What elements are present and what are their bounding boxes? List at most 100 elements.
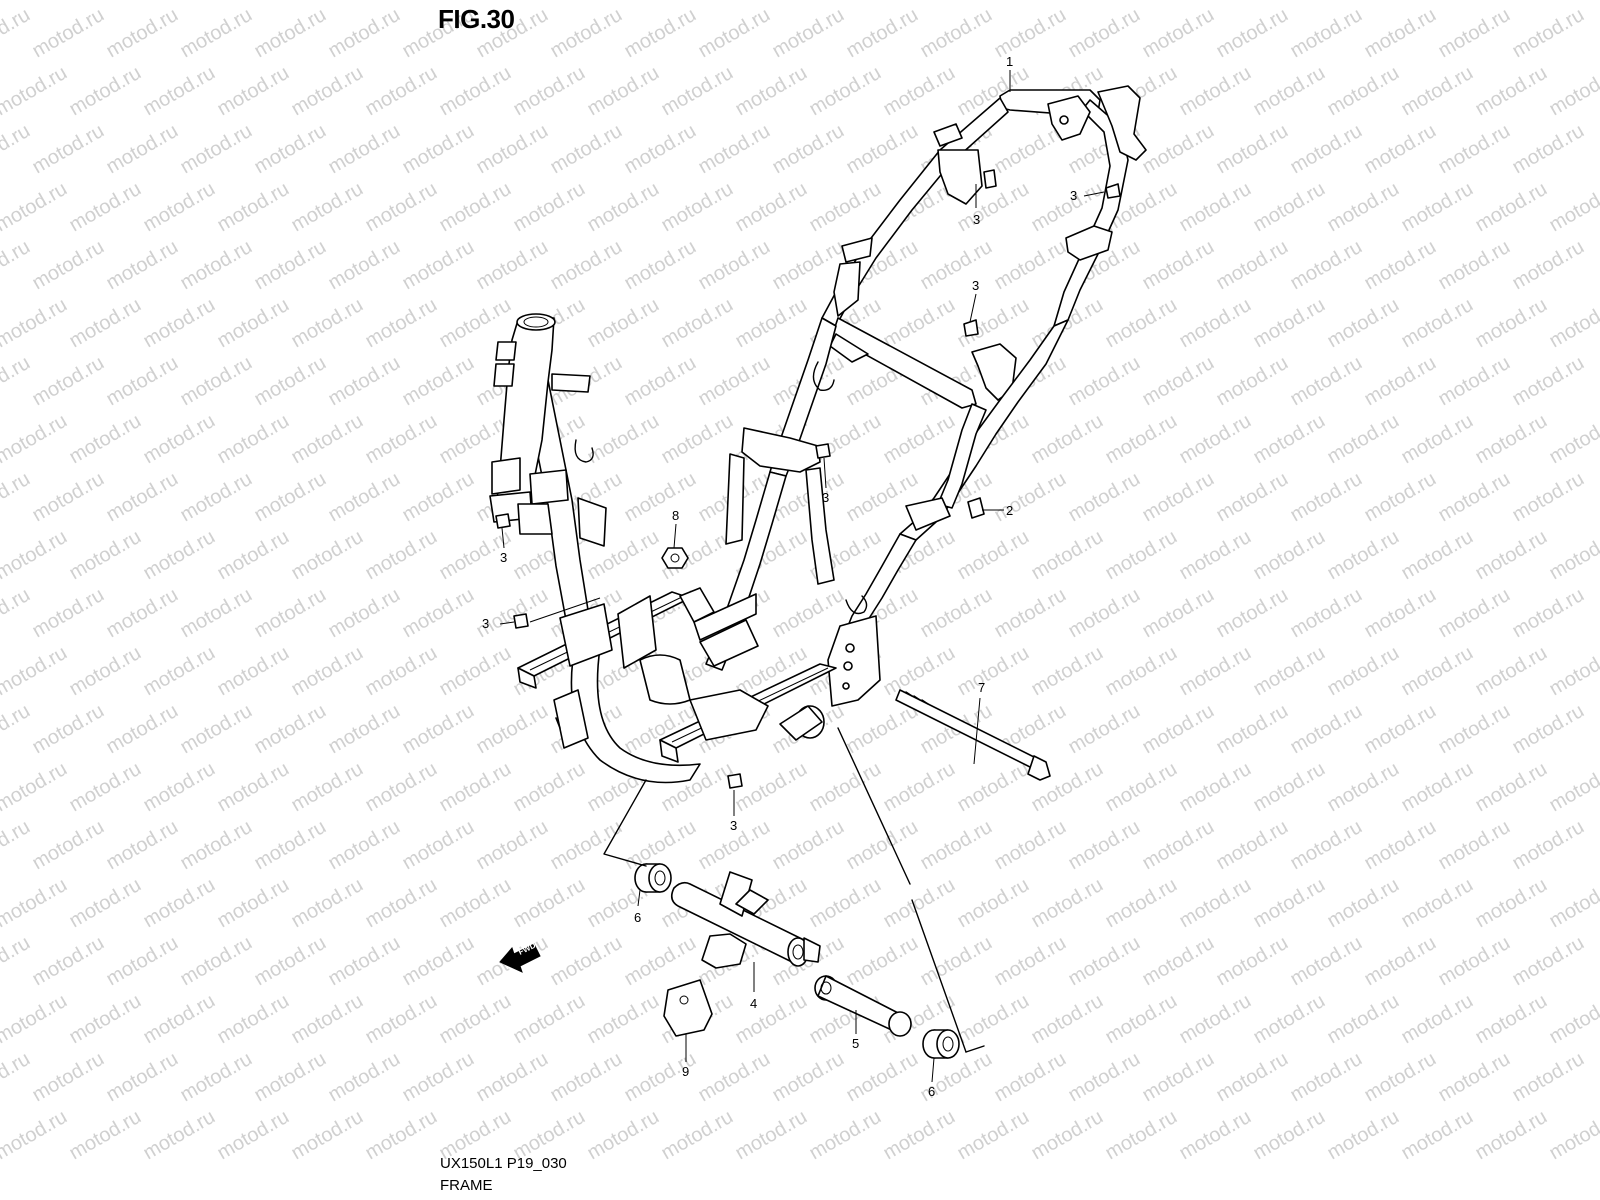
watermark-text: motod.ru — [288, 526, 367, 585]
watermark-text: motod.ru — [1509, 932, 1588, 991]
watermark-text: motod.ru — [658, 0, 737, 4]
watermark-text: motod.ru — [1472, 294, 1551, 353]
watermark-text: motod.ru — [177, 932, 256, 991]
watermark-text: motod.ru — [251, 1048, 330, 1107]
watermark-text: motod.ru — [473, 584, 552, 643]
watermark-text: motod.ru — [1472, 0, 1551, 4]
watermark-text: motod.ru — [325, 4, 404, 63]
watermark-text: motod.ru — [1213, 236, 1292, 295]
watermark-text: motod.ru — [1176, 526, 1255, 585]
watermark-text: motod.ru — [1546, 62, 1600, 121]
watermark-text: motod.ru — [1065, 4, 1144, 63]
watermark-text: motod.ru — [0, 874, 71, 933]
watermark-text: motod.ru — [140, 0, 219, 4]
watermark-text: motod.ru — [29, 468, 108, 527]
watermark-text: motod.ru — [1435, 468, 1514, 527]
watermark-text: motod.ru — [0, 352, 34, 411]
watermark-text: motod.ru — [325, 352, 404, 411]
watermark-text: motod.ru — [214, 1106, 293, 1165]
watermark-text: motod.ru — [140, 62, 219, 121]
watermark-text: motod.ru — [1213, 700, 1292, 759]
watermark-text: motod.ru — [140, 410, 219, 469]
watermark-text: motod.ru — [621, 352, 700, 411]
bushing-part-6-right — [922, 1029, 960, 1059]
watermark-text: motod.ru — [103, 4, 182, 63]
watermark-text: motod.ru — [436, 874, 515, 933]
watermark-text: motod.ru — [0, 120, 34, 179]
watermark-text: motod.ru — [140, 642, 219, 701]
watermark-text: motod.ru — [547, 236, 626, 295]
watermark-text: motod.ru — [732, 0, 811, 4]
watermark-text: motod.ru — [1361, 468, 1440, 527]
watermark-text: motod.ru — [1324, 178, 1403, 237]
watermark-text: motod.ru — [1324, 990, 1403, 1049]
watermark-text: motod.ru — [1102, 990, 1181, 1049]
watermark-text: motod.ru — [880, 294, 959, 353]
watermark-text: motod.ru — [1435, 352, 1514, 411]
watermark-text: motod.ru — [806, 1106, 885, 1165]
watermark-text: motod.ru — [177, 4, 256, 63]
watermark-text: motod.ru — [1472, 410, 1551, 469]
watermark-text: motod.ru — [288, 874, 367, 933]
watermark-text: motod.ru — [325, 120, 404, 179]
watermark-text: motod.ru — [436, 62, 515, 121]
watermark-text: motod.ru — [473, 816, 552, 875]
watermark-text: motod.ru — [917, 236, 996, 295]
watermark-text: motod.ru — [251, 932, 330, 991]
watermark-text: motod.ru — [1472, 642, 1551, 701]
frame-assembly — [489, 85, 1147, 789]
watermark-text: motod.ru — [362, 178, 441, 237]
watermark-text: motod.ru — [103, 236, 182, 295]
watermark-text: motod.ru — [806, 874, 885, 933]
watermark-text: motod.ru — [695, 1048, 774, 1107]
watermark-text: motod.ru — [1250, 294, 1329, 353]
watermark-text: motod.ru — [954, 990, 1033, 1049]
watermark-text: motod.ru — [584, 0, 663, 4]
watermark-text: motod.ru — [436, 990, 515, 1049]
watermark-text: motod.ru — [917, 932, 996, 991]
callout-3: 3 — [500, 550, 507, 565]
callout-4: 4 — [750, 996, 757, 1011]
watermark-text: motod.ru — [1472, 758, 1551, 817]
watermark-text: motod.ru — [288, 990, 367, 1049]
watermark-text: motod.ru — [1361, 816, 1440, 875]
watermark-text: motod.ru — [621, 236, 700, 295]
watermark-text: motod.ru — [0, 932, 34, 991]
watermark-text: motod.ru — [1398, 874, 1477, 933]
watermark-text: motod.ru — [29, 352, 108, 411]
watermark-text: motod.ru — [1546, 0, 1600, 4]
watermark-text: motod.ru — [1250, 874, 1329, 933]
watermark-text: motod.ru — [621, 468, 700, 527]
watermark-text: motod.ru — [251, 236, 330, 295]
watermark-text: motod.ru — [1250, 1106, 1329, 1165]
watermark-text: motod.ru — [880, 758, 959, 817]
watermark-text: motod.ru — [1028, 410, 1107, 469]
callout-1: 1 — [1006, 54, 1013, 69]
watermark-text: motod.ru — [0, 700, 34, 759]
watermark-text: motod.ru — [362, 1106, 441, 1165]
watermark-text: motod.ru — [1287, 352, 1366, 411]
watermark-text: motod.ru — [1546, 758, 1600, 817]
watermark-text: motod.ru — [880, 62, 959, 121]
watermark-text: motod.ru — [1028, 642, 1107, 701]
watermark-text: motod.ru — [1176, 874, 1255, 933]
watermark-text: motod.ru — [214, 758, 293, 817]
watermark-text: motod.ru — [177, 816, 256, 875]
watermark-text: motod.ru — [362, 62, 441, 121]
watermark-text: motod.ru — [510, 0, 589, 4]
watermark-text: motod.ru — [0, 526, 71, 585]
watermark-text: motod.ru — [510, 178, 589, 237]
watermark-text: motod.ru — [1139, 700, 1218, 759]
watermark-text: motod.ru — [362, 526, 441, 585]
watermark-text: motod.ru — [1546, 990, 1600, 1049]
leader-lines — [499, 70, 1105, 1083]
watermark-text: motod.ru — [362, 642, 441, 701]
watermark-text: motod.ru — [695, 352, 774, 411]
watermark-text: motod.ru — [1139, 236, 1218, 295]
watermark-text: motod.ru — [1139, 584, 1218, 643]
watermark-text: motod.ru — [103, 816, 182, 875]
watermark-text: motod.ru — [1176, 0, 1255, 4]
watermark-text: motod.ru — [1398, 526, 1477, 585]
watermark-text: motod.ru — [1398, 758, 1477, 817]
watermark-text: motod.ru — [880, 0, 959, 4]
